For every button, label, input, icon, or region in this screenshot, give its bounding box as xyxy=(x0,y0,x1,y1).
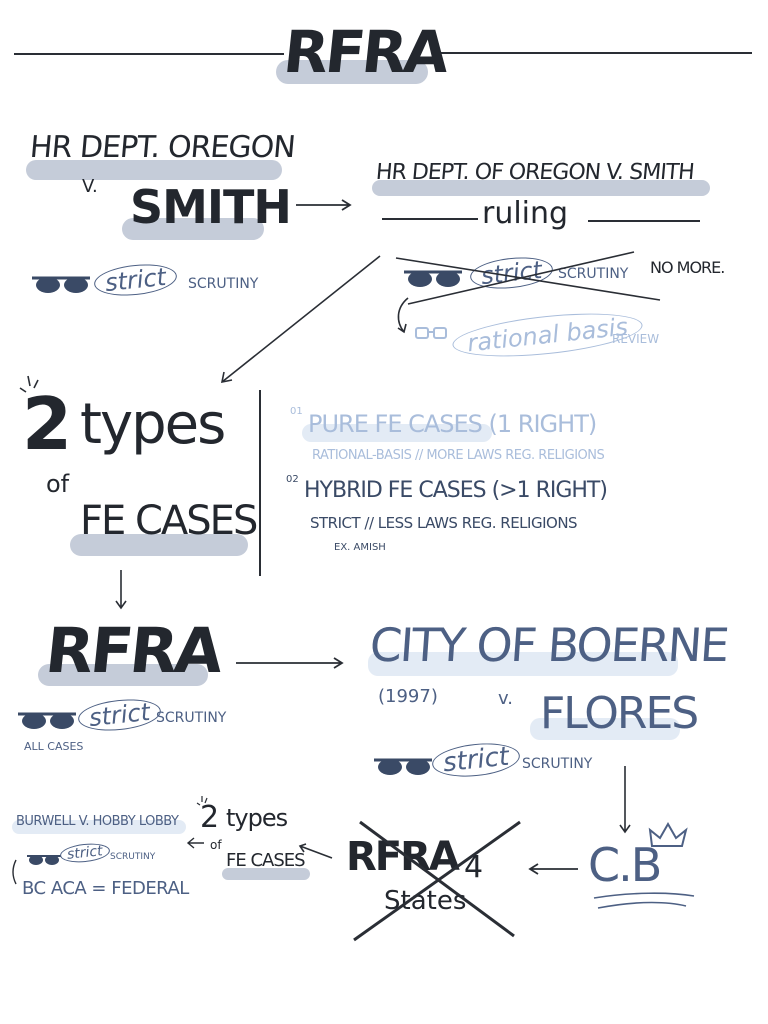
fe-item1-highlight xyxy=(302,424,492,442)
ruling-crossed-suffix: scrutiny xyxy=(558,266,629,282)
burwell-test: strict xyxy=(59,841,111,865)
arrow-to-burwell xyxy=(186,837,204,849)
ruling-new-suffix: review xyxy=(612,332,660,346)
types-of: of xyxy=(46,470,70,498)
arrow-types-to-rfra xyxy=(115,570,127,610)
small-types-number: 2 xyxy=(200,800,220,835)
burwell-test-strict: strict xyxy=(59,841,111,865)
rfra-title: RFRA xyxy=(42,614,224,687)
cross-out-lines xyxy=(395,251,661,305)
cob-label: C.B xyxy=(588,838,662,892)
sunglasses-icon xyxy=(404,270,462,287)
bracket-mark xyxy=(12,859,17,885)
small-types-of: of xyxy=(210,838,222,852)
rfra-note: All Cases xyxy=(24,740,84,753)
arrow-ruling-to-types xyxy=(220,255,381,384)
case1-v: v. xyxy=(82,176,98,197)
arrow-rfra-to-boerne xyxy=(236,657,344,669)
burwell-test-suffix: scrutiny xyxy=(110,852,156,862)
rfra-highlight xyxy=(38,664,208,686)
title-rule-left xyxy=(14,53,284,55)
burwell-highlight xyxy=(12,820,186,834)
small-types-highlight xyxy=(222,868,310,880)
boerne-year: (1997) xyxy=(378,686,438,707)
types-word: types xyxy=(80,392,226,457)
rfra-test: strict xyxy=(76,695,163,735)
boerne-v: v. xyxy=(498,688,513,709)
ruling-title-highlight xyxy=(372,180,710,196)
sunglasses-icon xyxy=(32,276,90,293)
burwell-case: Burwell v. Hobby Lobby xyxy=(16,814,179,829)
title-highlight xyxy=(276,60,428,84)
ruling-no-more: No More. xyxy=(650,258,725,277)
ruling-rule-left xyxy=(382,218,478,220)
case1-name-line1: Hr Dept. Oregon xyxy=(28,130,297,165)
case1-test-suffix: scrutiny xyxy=(188,276,259,292)
arrow-cb-to-rfra4 xyxy=(528,863,578,875)
page-title: RFRA xyxy=(280,18,450,86)
boerne-line2: Flores xyxy=(540,688,699,739)
burwell-note: BC ACA = Federal xyxy=(22,878,189,899)
ruling-case-name: Hr Dept. of Oregon v. Smith xyxy=(374,160,695,185)
case1-name-line2: Smith xyxy=(130,180,292,234)
small-types-cases: FE Cases xyxy=(226,850,306,871)
ruling-label: ruling xyxy=(482,196,569,231)
boerne-line1: City of Boerne xyxy=(368,618,730,672)
case1-highlight-2 xyxy=(122,218,264,240)
big-cross-out xyxy=(353,820,521,942)
boerne-test-suffix: scrutiny xyxy=(522,756,593,772)
small-types-word: types xyxy=(226,804,288,832)
spark-icon xyxy=(19,375,39,393)
case1-test-strict: strict xyxy=(92,260,179,300)
flores-highlight xyxy=(530,718,680,740)
sunglasses-icon xyxy=(374,758,432,775)
fe-item1-sub: Rational-Basis // More laws reg. religio… xyxy=(312,448,605,463)
sunglasses-icon xyxy=(18,712,76,729)
arrow-rfra4-to-types xyxy=(298,843,333,859)
glasses-icon xyxy=(415,327,447,339)
rfra-test-suffix: scrutiny xyxy=(156,710,227,726)
fe-item2: Hybrid FE Cases (>1 Right) xyxy=(304,478,608,503)
sunglasses-icon xyxy=(27,855,61,865)
fe-item2-example: Ex. Amish xyxy=(334,542,386,553)
boerne-test-strict: strict xyxy=(430,739,522,781)
case1-test: strict xyxy=(92,260,179,300)
arrow-case1-to-ruling xyxy=(296,199,352,211)
case1-highlight-1 xyxy=(26,160,282,180)
arrow-boerne-to-cb xyxy=(619,766,631,834)
curved-arrow-down xyxy=(397,297,409,334)
fe-item1: Pure FE Cases (1 Right) xyxy=(308,410,597,438)
fe-item2-sub: Strict // less laws reg. religions xyxy=(310,514,578,532)
boerne-highlight xyxy=(368,652,678,676)
rfra4-title: RFRA xyxy=(346,834,460,880)
ruling-rule-right xyxy=(588,220,700,222)
types-number: 2 xyxy=(22,382,73,466)
fe-item1-num: 01 xyxy=(290,406,303,417)
rfra-test-strict: strict xyxy=(76,695,163,735)
types-divider xyxy=(259,390,261,576)
fe-item2-num: 02 xyxy=(286,474,299,485)
underline-swirl xyxy=(593,892,695,909)
title-rule-right xyxy=(432,52,752,54)
types-highlight xyxy=(70,534,248,556)
boerne-test: strict xyxy=(430,739,522,781)
spark-icon xyxy=(196,796,208,806)
crown-icon xyxy=(648,821,688,847)
types-cases: FE Cases xyxy=(80,498,258,544)
